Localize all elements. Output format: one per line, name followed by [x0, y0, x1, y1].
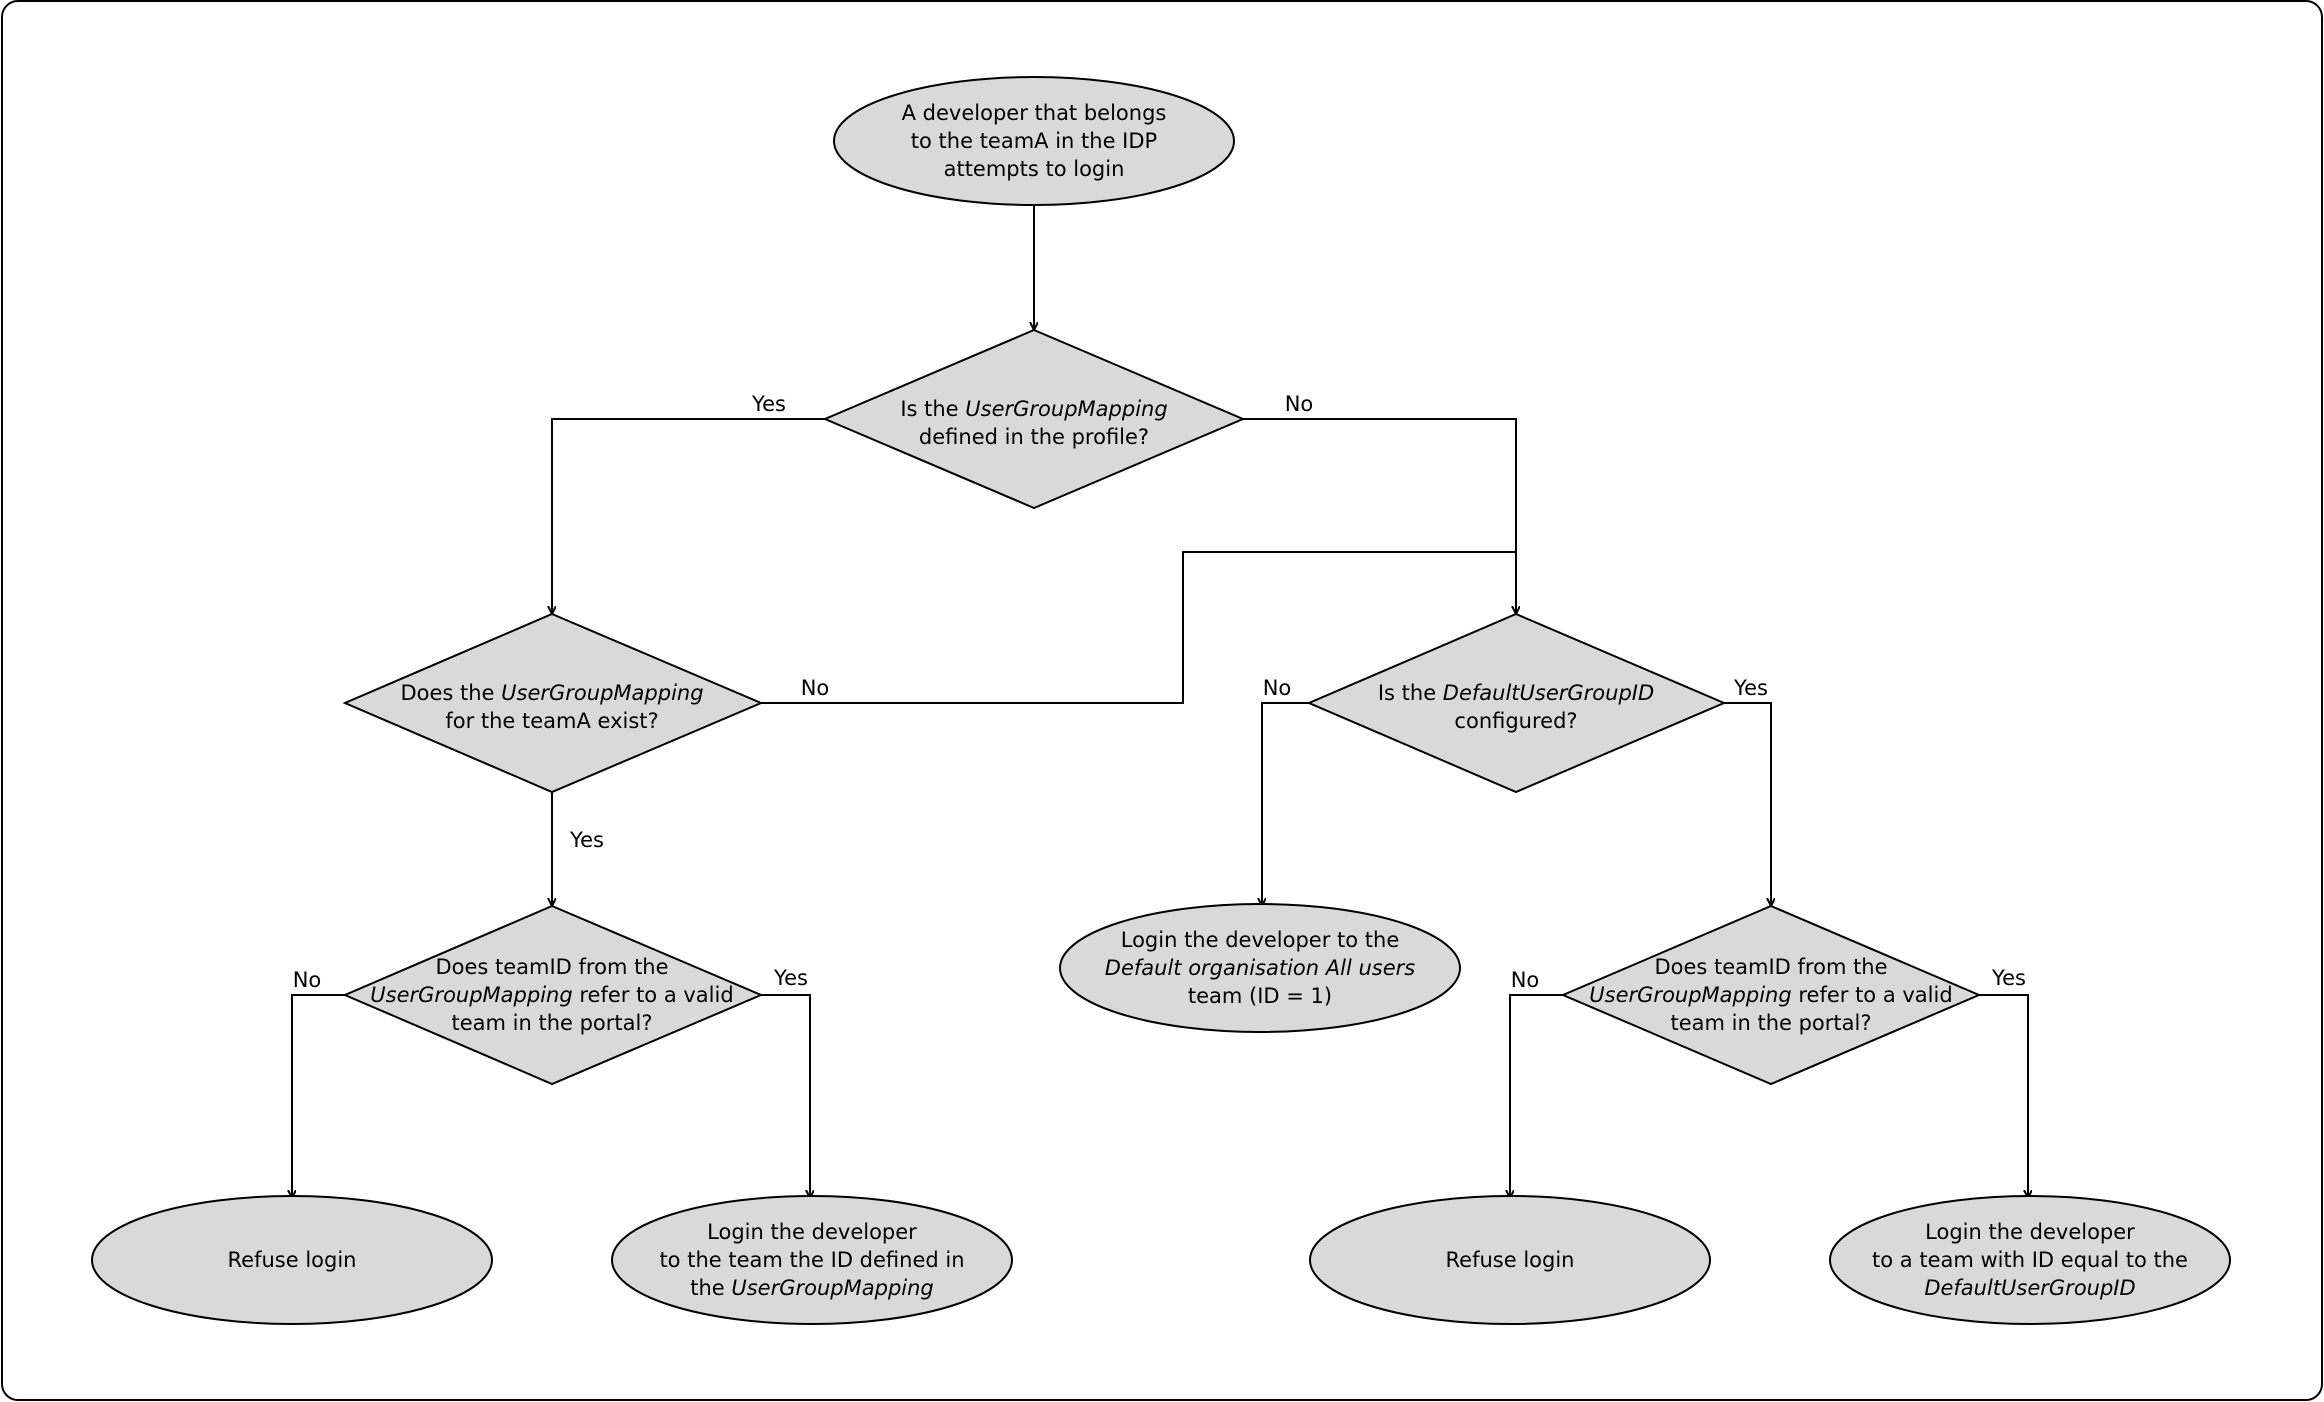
edge-default-configured-no	[1262, 702, 1309, 906]
terminal-refuse-right: Refuse login	[1309, 1195, 1711, 1325]
node-text-segment: Does the	[400, 681, 501, 705]
label-mapping-defined-no: No	[1285, 392, 1314, 416]
edge-valid-left-no	[292, 994, 345, 1198]
refuse-right-ellipse	[1309, 1195, 1711, 1325]
node-text-segment: UserGroupMapping	[731, 1276, 933, 1300]
node-text-segment: to a team with ID equal to the	[1872, 1248, 2188, 1272]
edge-mapping-exists-no	[761, 551, 1516, 704]
label-mapping-exists-yes: Yes	[569, 828, 604, 852]
login-default-org-ellipse	[1059, 903, 1461, 1033]
decision-default-configured-text: Is the DefaultUserGroupID configured?	[1378, 681, 1654, 733]
login-mapping-team-text: Login the developer to the team the ID de…	[659, 1220, 964, 1300]
label-valid-right-no: No	[1511, 968, 1540, 992]
node-text-segment: team in the portal?	[451, 1011, 652, 1035]
terminal-refuse-left: Refuse login	[91, 1195, 493, 1325]
decision-default-configured: Is the DefaultUserGroupID configured?	[1306, 612, 1727, 794]
label-mapping-defined-yes: Yes	[751, 392, 786, 416]
label-valid-left-no: No	[293, 968, 322, 992]
decision-mapping-defined-text: Is the UserGroupMapping defined in the pr…	[900, 397, 1167, 449]
node-text-segment: UserGroupMapping	[1589, 983, 1791, 1007]
node-text-segment: for the teamA exist?	[445, 709, 658, 733]
node-text-segment: Login the developer to the	[1121, 928, 1400, 952]
node-text-segment: to the teamA in the IDP	[911, 129, 1157, 153]
refuse-right-text: Refuse login	[1446, 1248, 1575, 1272]
node-text-segment: configured?	[1454, 709, 1577, 733]
label-default-configured-no: No	[1263, 676, 1292, 700]
label-default-configured-yes: Yes	[1733, 676, 1768, 700]
decision-valid-team-right-diamond	[1560, 904, 1982, 1086]
node-text-segment: Does teamID from the	[435, 955, 668, 979]
decision-mapping-defined-diamond	[822, 328, 1246, 510]
decision-mapping-exists-text: Does the UserGroupMapping for the teamA e…	[400, 681, 703, 733]
node-text-segment: Login the developer	[707, 1220, 917, 1244]
decision-mapping-defined: Is the UserGroupMapping defined in the pr…	[822, 328, 1246, 510]
edge-labels: Yes No No Yes No Yes No Yes No Yes	[293, 392, 2026, 992]
start-node: A developer that belongs to the teamA in …	[833, 76, 1235, 206]
edge-mapping-defined-yes	[552, 418, 825, 614]
login-mapping-team-ellipse	[611, 1195, 1013, 1325]
label-valid-right-yes: Yes	[1991, 966, 2026, 990]
start-ellipse	[833, 76, 1235, 206]
refuse-left-text: Refuse login	[228, 1248, 357, 1272]
node-text-segment: the	[690, 1276, 731, 1300]
decision-mapping-exists-diamond	[342, 612, 764, 794]
edge-valid-right-yes	[1979, 994, 2028, 1198]
node-text-segment: refer to a valid	[1792, 983, 1953, 1007]
decision-default-configured-diamond	[1306, 612, 1727, 794]
node-text-segment: Is the	[900, 397, 965, 421]
node-text-segment: Login the developer	[1925, 1220, 2135, 1244]
node-text-segment: Refuse login	[1446, 1248, 1575, 1272]
node-text-segment: Does teamID from the	[1654, 955, 1887, 979]
label-valid-left-yes: Yes	[773, 966, 808, 990]
node-text-segment: Refuse login	[228, 1248, 357, 1272]
node-text-segment: attempts to login	[944, 157, 1125, 181]
login-default-group-text: Login the developer to a team with ID equ…	[1872, 1220, 2188, 1300]
terminal-login-default-group: Login the developer to a team with ID equ…	[1829, 1195, 2231, 1325]
edge-valid-left-yes	[761, 994, 810, 1198]
node-text-segment: DefaultUserGroupID	[1924, 1276, 2135, 1300]
node-text-segment: UserGroupMapping	[501, 681, 703, 705]
terminal-login-mapping-team: Login the developer to the team the ID de…	[611, 1195, 1013, 1325]
edge-default-configured-yes	[1724, 702, 1771, 906]
label-mapping-exists-no: No	[801, 676, 830, 700]
node-text-segment: defined in the profile?	[919, 425, 1149, 449]
node-text-segment: team (ID = 1)	[1188, 984, 1332, 1008]
node-text-segment: Is the	[1378, 681, 1443, 705]
node-text-segment: to the team the ID defined in	[659, 1248, 964, 1272]
edge-valid-right-no	[1510, 994, 1563, 1198]
node-text-segment: UserGroupMapping	[965, 397, 1167, 421]
node-text-segment: team in the portal?	[1670, 1011, 1871, 1035]
login-default-group-ellipse	[1829, 1195, 2231, 1325]
node-text-segment: UserGroupMapping	[370, 983, 572, 1007]
edge-mapping-defined-no	[1243, 418, 1516, 614]
node-text-segment: DefaultUserGroupID	[1443, 681, 1654, 705]
node-text-segment: refer to a valid	[573, 983, 734, 1007]
node-text-segment: Default organisation All users	[1105, 956, 1415, 980]
start-text: A developer that belongs to the teamA in …	[902, 101, 1167, 181]
edges	[292, 205, 2028, 1198]
decision-mapping-exists: Does the UserGroupMapping for the teamA e…	[342, 612, 764, 794]
node-text-segment: A developer that belongs	[902, 101, 1167, 125]
refuse-left-ellipse	[91, 1195, 493, 1325]
decision-valid-team-left-diamond	[342, 904, 764, 1086]
